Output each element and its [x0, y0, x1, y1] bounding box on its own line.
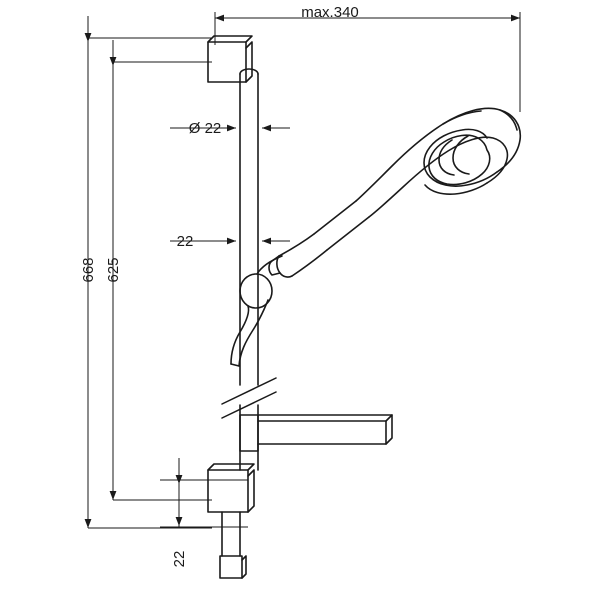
bottom-wall-bracket: [207, 463, 255, 513]
wall-outlet-bar: [239, 414, 393, 452]
dim-rail-height: [109, 40, 212, 501]
dim-max-width: [214, 12, 521, 112]
shower-rail: [239, 68, 259, 471]
hand-shower: [268, 107, 522, 278]
product-geometry-group: [207, 35, 522, 579]
dim-label-rail-diameter: Ø 22: [189, 120, 222, 137]
dim-lower-offset: [160, 458, 248, 528]
dim-label-max-width: max.340: [301, 4, 359, 21]
dim-label-upper-offset: 22: [177, 233, 194, 250]
dim-total-height: [84, 16, 212, 529]
dim-label-total-height: 668: [80, 257, 97, 282]
shower-hose: [219, 511, 247, 579]
dimension-lines-group: [84, 12, 521, 529]
rail-slider-holder: [230, 255, 283, 367]
dim-label-lower-offset: 22: [171, 551, 188, 568]
rail-break-symbol: [221, 377, 277, 419]
dim-label-rail-height: 625: [105, 257, 122, 282]
